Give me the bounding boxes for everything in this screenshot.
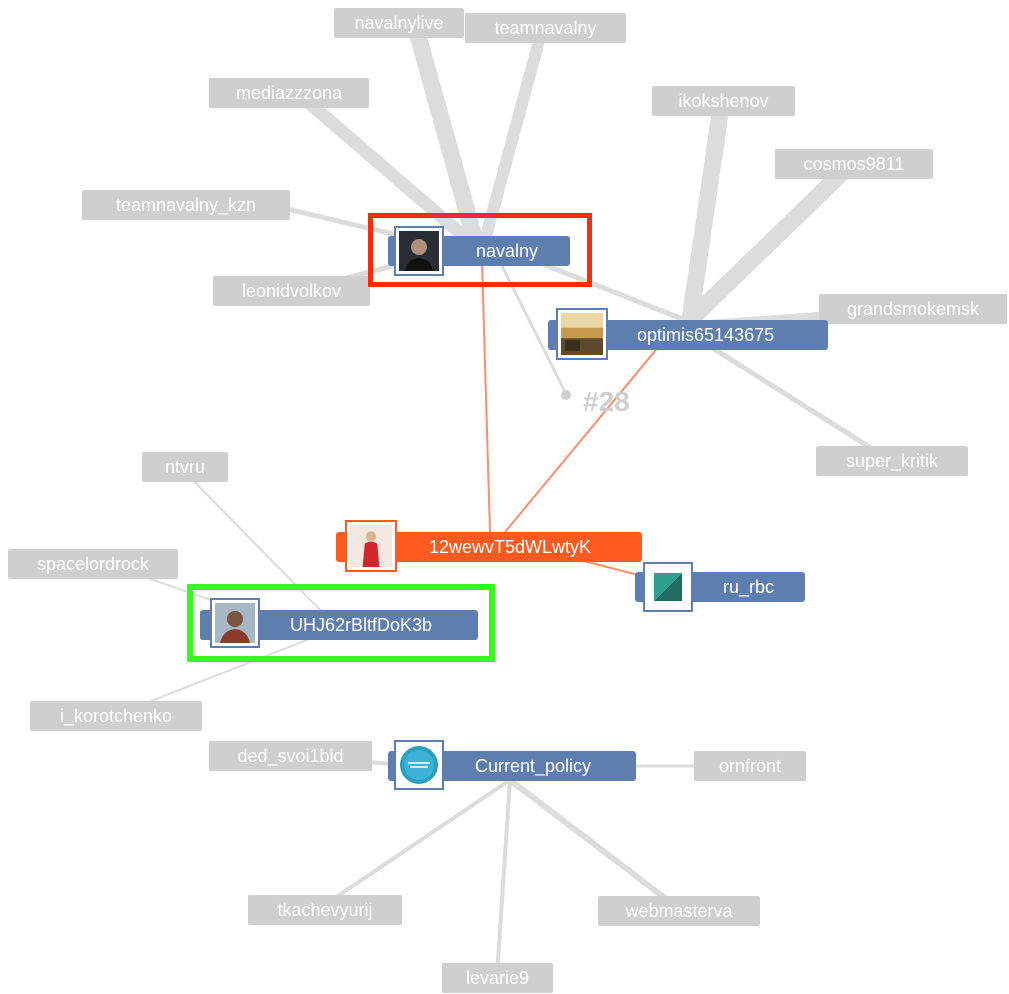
edge-navalny-optimis xyxy=(519,252,691,325)
node-cosmos9811[interactable]: cosmos9811 xyxy=(775,149,933,179)
node-ornfront[interactable]: ornfront xyxy=(694,751,806,781)
edge-current_policy-webmasterva xyxy=(508,777,680,911)
edge-navalny-navalnylive xyxy=(406,22,484,243)
rbc-logo-icon xyxy=(643,562,693,612)
person-photo-icon xyxy=(394,226,444,276)
edge-optimis-cosmos9811 xyxy=(684,158,856,327)
node-ikokshenov[interactable]: ikokshenov xyxy=(652,86,795,116)
landscape-photo-icon xyxy=(556,308,608,360)
cluster-label: #28 xyxy=(583,386,630,417)
node-navalny-label: navalny xyxy=(476,241,539,261)
node-super_kritik[interactable]: super_kritik xyxy=(816,446,968,476)
node-UHJ62rBltfDoK3b-label: UHJ62rBltfDoK3b xyxy=(290,615,433,635)
node-12wewvT5dWLwtyK-label: 12wewvT5dWLwtyK xyxy=(429,537,592,557)
edge-user12-optimis xyxy=(504,344,661,533)
current-policy-logo-icon xyxy=(394,740,444,790)
node-ded_svoi1bld[interactable]: ded_svoi1bld xyxy=(209,741,372,771)
edge-current_policy-tkachevyurij xyxy=(318,778,512,910)
person-in-red-photo-icon xyxy=(345,520,397,572)
cluster-dot xyxy=(561,390,571,400)
node-levarie9[interactable]: levarie9 xyxy=(442,963,553,993)
node-grandsmokemsk[interactable]: grandsmokemsk xyxy=(819,294,1007,324)
node-ru_rbc-label: ru_rbc xyxy=(723,577,775,597)
edge-current_policy-levarie9 xyxy=(495,779,512,976)
node-optimis-label: optimis65143675 xyxy=(637,325,775,345)
node-webmasterva[interactable]: webmasterva xyxy=(598,896,760,926)
node-leonidvolkov[interactable]: leonidvolkov xyxy=(213,276,370,306)
node-navalnylive[interactable]: navalnylive xyxy=(334,8,464,38)
node-ntvru[interactable]: ntvru xyxy=(142,452,228,482)
node-teamnavalny_kzn[interactable]: teamnavalny_kzn xyxy=(82,190,290,220)
node-i_korotchenko[interactable]: i_korotchenko xyxy=(30,701,202,731)
edge-user12-navalny xyxy=(481,261,491,533)
node-teamnavalny[interactable]: teamnavalny xyxy=(465,13,626,43)
edge-optimis-super_kritik xyxy=(698,337,892,463)
node-tkachevyurij[interactable]: tkachevyurij xyxy=(248,895,402,925)
edge-navalny-cluster xyxy=(496,257,568,395)
node-mediazzzona[interactable]: mediazzzona xyxy=(209,78,369,108)
edge-uhj-ntvru xyxy=(177,464,331,621)
node-spacelordrock[interactable]: spacelordrock xyxy=(8,549,178,579)
person-photo-icon xyxy=(210,598,260,648)
edge-navalny-teamnavalny xyxy=(479,28,548,242)
edge-optimis-ikokshenov xyxy=(681,98,731,322)
node-Current_policy-label: Current_policy xyxy=(475,756,592,776)
